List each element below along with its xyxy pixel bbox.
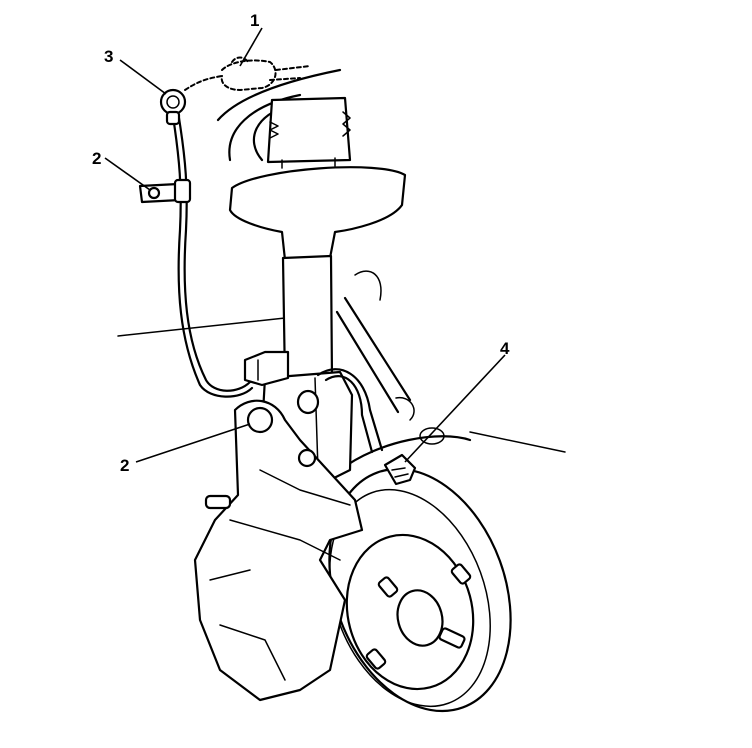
strut-spring-seat xyxy=(228,157,407,262)
callout-3: 3 xyxy=(104,47,113,66)
harness-grommet xyxy=(159,88,187,126)
callout-2-upper: 2 xyxy=(92,149,101,168)
strut-body xyxy=(281,254,334,384)
sensor-harness-wire xyxy=(170,108,254,398)
sensor-bracket-strut xyxy=(243,350,290,387)
brake-caliper xyxy=(193,399,364,702)
brake-hose xyxy=(316,368,384,454)
strut-upper-boot xyxy=(266,96,352,164)
leader-lines xyxy=(104,27,506,463)
reference-lines xyxy=(117,317,566,453)
wheel-speed-sensor xyxy=(383,427,445,486)
knuckle-bolts xyxy=(246,389,320,468)
callout-1: 1 xyxy=(250,11,259,30)
harness-clip-bracket xyxy=(138,178,192,204)
wheel-hub xyxy=(345,533,475,691)
stabilizer-link xyxy=(335,270,415,421)
callout-4: 4 xyxy=(500,339,510,358)
callouts: 1 2 2 3 4 xyxy=(92,11,510,475)
body-connector xyxy=(184,56,311,92)
callout-2-lower: 2 xyxy=(120,456,129,475)
